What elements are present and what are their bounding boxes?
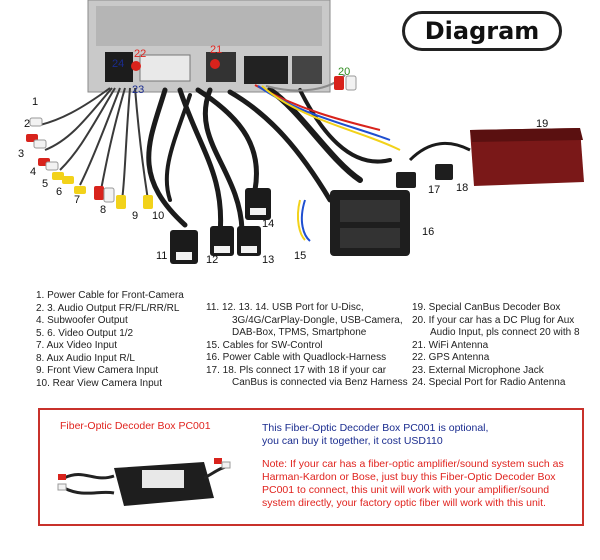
gps-antenna-port [131, 61, 141, 71]
callout-4: 4 [30, 166, 37, 178]
callout-13: 13 [262, 254, 275, 266]
canbus-decoder-box [470, 128, 584, 186]
usb-connectors [170, 188, 271, 264]
panel-note-line: PC001 to connect, this unit will work wi… [262, 484, 550, 496]
legend-item: 2. 3. Audio Output FR/FL/RR/RL [36, 302, 180, 314]
legend-item: 22. GPS Antenna [412, 352, 490, 363]
callout-10: 10 [152, 210, 165, 222]
callout-1: 1 [32, 96, 39, 108]
legend-item: 7. Aux Video Input [36, 340, 117, 351]
legend-item: 17. 18. Pls connect 17 with 18 if your c… [206, 364, 387, 376]
legend-item: 9. Front View Camera Input [36, 365, 159, 376]
legend-item: 3G/4G/CarPlay-Dongle, USB-Camera, [232, 314, 403, 326]
head-unit [87, 0, 331, 93]
callout-3: 3 [18, 148, 25, 160]
legend-item: 24. Special Port for Radio Antenna [412, 377, 566, 388]
canbus-connectors [396, 141, 471, 188]
legend-column-3: 19. Special CanBus Decoder Box 20. If yo… [412, 302, 580, 390]
wifi-antenna-port [210, 59, 220, 69]
diagram-title: Diagram [402, 11, 562, 51]
callout-7: 7 [74, 194, 81, 206]
panel-note-line: system directly, your factory optic fibe… [262, 497, 546, 509]
black-cables [146, 87, 392, 238]
panel-info-line: you can buy it together, it cost USD110 [262, 435, 443, 447]
panel-info: This Fiber-Optic Decoder Box PC001 is op… [262, 422, 488, 448]
callout-20: 20 [338, 66, 351, 78]
wiring-illustration [26, 0, 584, 264]
rca-cables [39, 87, 149, 201]
legend-item: Audio Input, pls connect 20 with 8 [430, 327, 580, 338]
legend-item: 4. Subwoofer Output [36, 315, 128, 326]
callout-11: 11 [156, 250, 168, 262]
wiring-diagram: Diagram 1 2 3 4 5 6 7 8 9 10 11 12 13 14… [18, 0, 584, 266]
legend-item: 20. If your car has a DC Plug for Aux [412, 314, 575, 326]
legend-item: CanBus is connected via Benz Harness [232, 377, 408, 388]
legend-item: 8. Aux Audio Input R/L [36, 352, 135, 364]
legend-item: 1. Power Cable for Front-Camera [36, 290, 184, 301]
legend-column-2: 11. 12. 13. 14. USB Port for U-Disc, 3G/… [206, 302, 408, 390]
callout-19: 19 [536, 118, 549, 130]
callout-15: 15 [294, 250, 307, 262]
legend-item: 11. 12. 13. 14. USB Port for U-Disc, [206, 302, 364, 313]
callout-2: 2 [24, 118, 31, 130]
callout-5: 5 [42, 178, 49, 190]
colored-wires [254, 74, 401, 242]
callout-18: 18 [456, 182, 469, 194]
fiber-optic-decoder-panel: Fiber-Optic Decoder Box PC001 This Fiber… [38, 408, 584, 526]
legend-item: 15. Cables for SW-Control [206, 339, 323, 351]
fiber-optic-decoder-box-image [57, 458, 231, 506]
callout-9: 9 [132, 210, 139, 222]
legend-item: 19. Special CanBus Decoder Box [412, 302, 561, 313]
callout-8: 8 [100, 204, 107, 216]
legend-item: 23. External Microphone Jack [412, 364, 544, 376]
callout-6: 6 [56, 186, 63, 198]
legend-item: 5. 6. Video Output 1/2 [36, 327, 134, 339]
panel-note-line: Note: If your car has a fiber-optic ampl… [262, 458, 564, 470]
rca-plugs [26, 75, 357, 209]
legend-item: 16. Power Cable with Quadlock-Harness [206, 352, 387, 363]
panel-title: Fiber-Optic Decoder Box PC001 [60, 420, 211, 432]
quadlock-harness [330, 190, 410, 256]
panel-note-line: Harman-Kardon or Bose, just buy this Fib… [262, 471, 556, 483]
legend-item: 10. Rear View Camera Input [36, 377, 162, 389]
panel-note: Note: If your car has a fiber-optic ampl… [262, 458, 582, 510]
callout-23: 23 [132, 84, 145, 96]
callout-17: 17 [428, 184, 441, 196]
legend-column-1: 1. Power Cable for Front-Camera 2. 3. Au… [36, 290, 184, 390]
legend-item: 21. WiFi Antenna [412, 339, 489, 351]
callout-22: 22 [134, 48, 147, 60]
legend-item: DAB-Box, TPMS, Smartphone [232, 327, 367, 338]
callout-21: 21 [210, 44, 223, 56]
callout-24: 24 [112, 58, 125, 70]
callout-14: 14 [262, 218, 275, 230]
callout-16: 16 [422, 226, 435, 238]
panel-info-line: This Fiber-Optic Decoder Box PC001 is op… [262, 422, 489, 434]
callout-12: 12 [206, 254, 219, 266]
